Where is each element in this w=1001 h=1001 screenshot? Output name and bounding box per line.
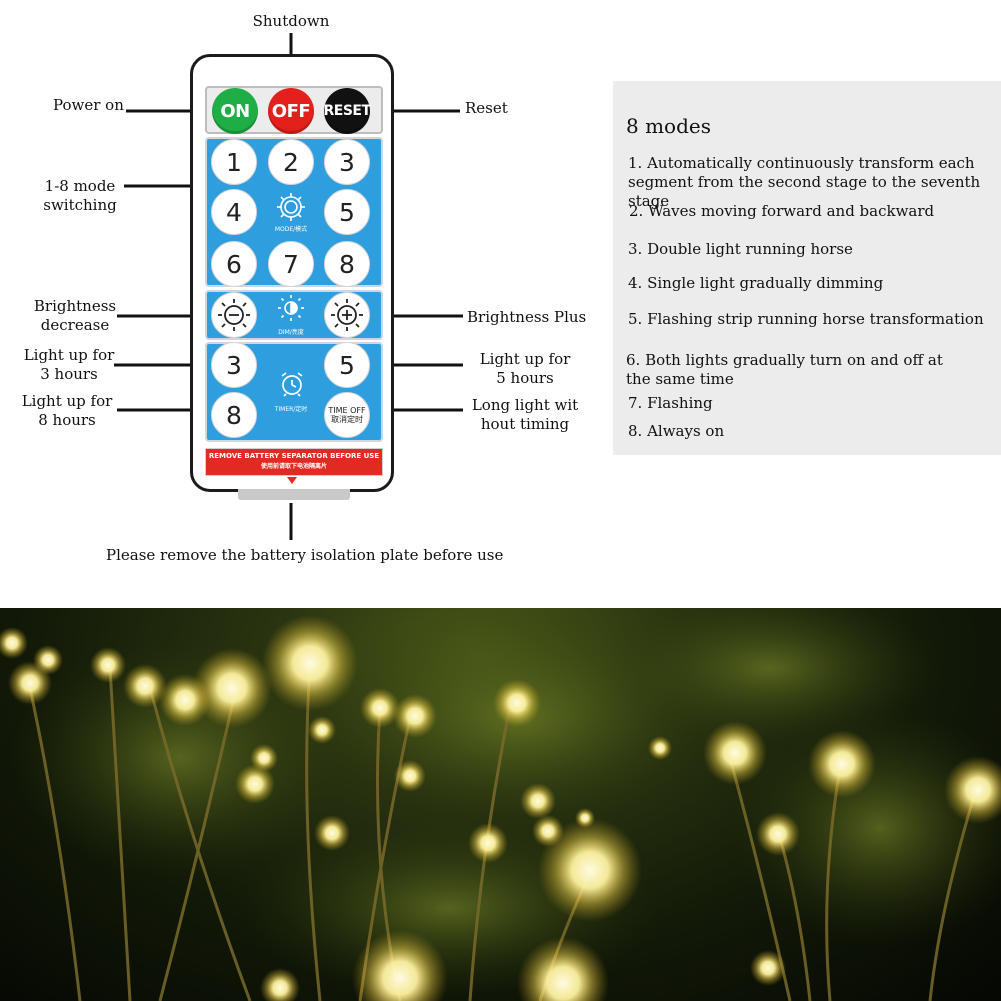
reset-button[interactable]: RESET [323,88,371,134]
battery-warning-strip: REMOVE BATTERY SEPARATOR BEFORE USE 使用前请… [205,448,383,476]
mode-5-button[interactable]: 5 [324,189,370,235]
mode-item-7: 7. Flashing [628,394,713,412]
mode-7-button[interactable]: 7 [268,241,314,287]
label-long-light-1: Long light wit [471,396,579,414]
brightness-decrease-button[interactable] [211,292,257,338]
warning-text-en: REMOVE BATTERY SEPARATOR BEFORE USE [208,452,380,460]
warning-text-cn: 使用前请取下电池隔离片 [260,463,327,470]
label-mode-switching-1: 1-8 mode [44,177,116,195]
timer-caption: TIMER/定时 [274,406,308,413]
firefly-bulbs [0,615,1001,1001]
modes-title: 8 modes [626,114,711,138]
label-long-light-2: hout timing [480,415,570,433]
sun-minus-icon [218,299,250,331]
mode-3-button[interactable]: 3 [324,139,370,185]
mode-item-1-line1: 1. Automatically continuously transform … [628,154,975,172]
label-reset: Reset [465,99,508,117]
time-off-label-cn: 取消定时 [331,415,363,424]
label-battery-note: Please remove the battery isolation plat… [106,546,504,564]
label-light-5h-1: Light up for [479,350,571,368]
label-light-8h-2: 8 hours [38,411,96,429]
mode-caption: MODE/模式 [274,226,308,233]
label-light-8h-1: Light up for [21,392,113,410]
mode-1-button[interactable]: 1 [211,139,257,185]
brightness-plus-button[interactable] [324,292,370,338]
timer-5h-button[interactable]: 5 [324,342,370,388]
firefly-lights-illustration [0,608,1001,1001]
time-off-label-en: TIME OFF [328,406,366,415]
mode-6-button[interactable]: 6 [211,241,257,287]
label-light-3h-1: Light up for [23,346,115,364]
mode-item-6-line2: the same time [626,370,734,388]
time-off-button[interactable]: TIME OFF 取消定时 [324,392,370,438]
alarm-clock-icon [281,372,303,397]
mode-item-3: 3. Double light running horse [628,240,853,258]
label-light-3h-2: 3 hours [40,365,98,383]
mode-item-6-line1: 6. Both lights gradually turn on and off… [626,351,943,369]
firefly-lights-photo [0,608,1001,1001]
mode-2-button[interactable]: 2 [268,139,314,185]
down-arrow-icon [287,477,297,484]
label-brightness-plus: Brightness Plus [467,308,587,326]
mode-gear-icon [277,193,305,221]
label-shutdown: Shutdown [252,12,330,30]
label-light-5h-2: 5 hours [496,369,554,387]
on-button[interactable]: ON [212,88,258,134]
mode-item-2: 2. Waves moving forward and backward [629,202,935,220]
label-brightness-decrease-1: Brightness [33,297,117,315]
dim-sun-icon [278,295,304,321]
foliage [10,608,1001,998]
label-brightness-decrease-2: decrease [40,316,110,334]
dim-caption: DIM/亮度 [278,329,304,336]
mode-item-5: 5. Flashing strip running horse transfor… [628,310,984,328]
timer-8h-button[interactable]: 8 [211,392,257,438]
battery-isolation-tab[interactable] [238,489,350,500]
sun-plus-icon [331,299,363,331]
mode-item-4: 4. Single light gradually dimming [628,274,884,292]
modes-panel: 8 modes 1. Automatically continuously tr… [613,81,1001,455]
label-power-on: Power on [53,96,124,114]
off-button[interactable]: OFF [268,88,314,134]
timer-3h-button[interactable]: 3 [211,342,257,388]
mode-4-button[interactable]: 4 [211,189,257,235]
remote-diagram: Shutdown Power on Reset 1-8 mode switchi… [21,12,1001,564]
label-mode-switching-2: switching [43,196,117,214]
mode-item-1-line2: segment from the second stage to the sev… [628,173,981,210]
mode-item-8: 8. Always on [628,422,725,440]
mode-8-button[interactable]: 8 [324,241,370,287]
